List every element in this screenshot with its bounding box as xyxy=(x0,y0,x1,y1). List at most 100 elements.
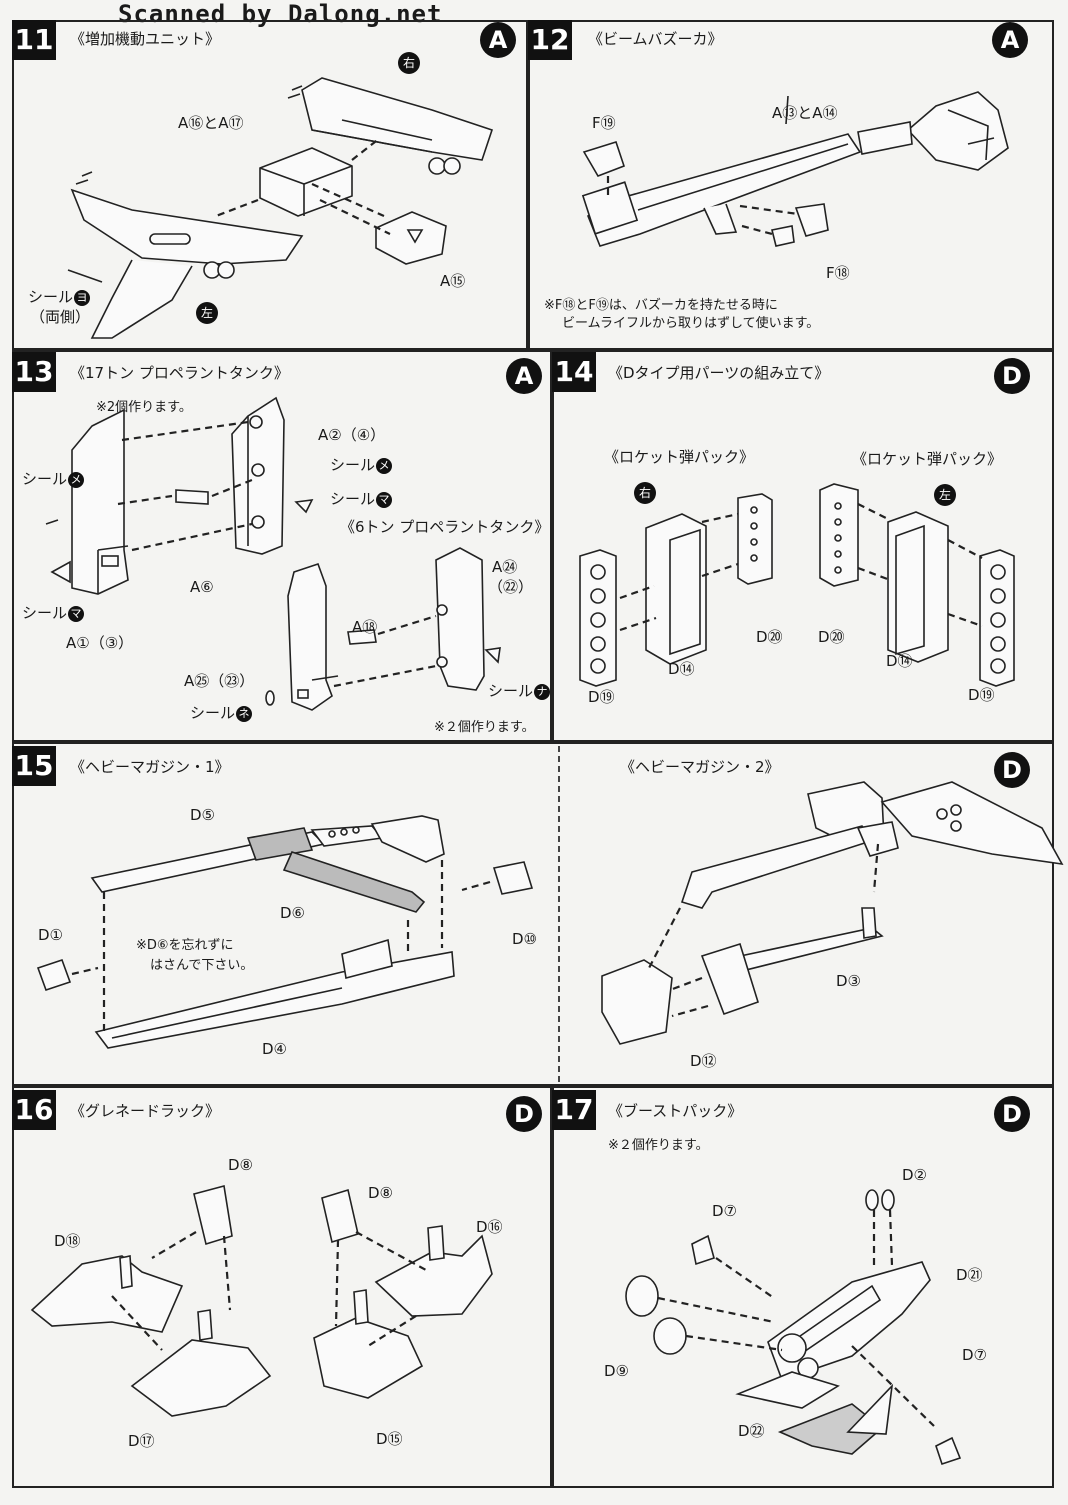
step-17-note: ※２個作ります。 xyxy=(608,1138,709,1153)
step-16-title: 《グレネードラック》 xyxy=(70,1102,221,1120)
runner-badge-12: A xyxy=(992,22,1028,58)
seal-text: シール xyxy=(22,604,68,622)
label-d4: D④ xyxy=(262,1040,287,1058)
seal-text: シール xyxy=(330,456,376,474)
booster-unit-diagram xyxy=(67,77,494,339)
step-number-17: 17 xyxy=(552,1090,596,1130)
step-13-title: 《17トン プロペラントタンク》 xyxy=(70,364,289,382)
step-number-12: 12 xyxy=(528,20,572,60)
runner-badge-11: A xyxy=(480,22,516,58)
label-left-mark: 左 xyxy=(934,484,956,506)
seal-text: シール xyxy=(488,682,534,700)
propellant-tank-diagram xyxy=(45,396,501,711)
label-d2: D② xyxy=(902,1166,927,1184)
seal-mark-ne: ネ xyxy=(236,705,253,722)
label-a22: （㉒） xyxy=(488,578,534,596)
label-d21: D㉑ xyxy=(956,1266,983,1284)
step-14-panel xyxy=(552,350,1054,742)
step-17-panel xyxy=(552,1086,1054,1488)
label-right-mark: 右 xyxy=(634,482,656,504)
label-d7-bottom: D⑦ xyxy=(962,1346,987,1364)
label-a18: A⑱ xyxy=(352,618,378,636)
label-d17: D⑰ xyxy=(128,1432,155,1450)
label-seal-ne: シールネ xyxy=(190,702,253,723)
step-11-panel xyxy=(12,20,528,350)
seal-mark-yo: ヨ xyxy=(74,289,91,306)
label-a6: A⑥ xyxy=(190,578,214,596)
step-11-title: 《増加機動ユニット》 xyxy=(70,30,221,48)
label-f18: F⑱ xyxy=(826,264,850,282)
bazooka-note-line2: ビームライフルから取りはずして使います。 xyxy=(562,316,820,331)
step-number-13: 13 xyxy=(12,352,56,392)
label-d6: D⑥ xyxy=(280,904,305,922)
label-a15: A⑮ xyxy=(440,272,466,290)
label-a2-a4: A②（④） xyxy=(318,426,386,444)
runner-badge-13: A xyxy=(506,358,542,394)
watermark: Scanned by Dalong.net xyxy=(118,0,443,28)
step-17-title: 《ブーストパック》 xyxy=(608,1102,743,1120)
label-d20-right: D⑳ xyxy=(818,628,845,646)
label-d3: D③ xyxy=(836,972,861,990)
label-seal-yo: シールヨ xyxy=(28,286,91,307)
label-d15: D⑮ xyxy=(376,1430,403,1448)
grenade-rack-diagram xyxy=(30,1184,493,1417)
runner-badge-17: D xyxy=(994,1096,1030,1132)
label-d1: D① xyxy=(38,926,63,944)
bazooka-note-line1: ※F⑱とF⑲は、バズーカを持たせる時に xyxy=(544,298,778,313)
runner-badge-14: D xyxy=(994,358,1030,394)
step-13-panel xyxy=(12,350,552,742)
heavy-magazine-diagram xyxy=(36,781,1064,1049)
step-14-title: 《Dタイプ用パーツの組み立て》 xyxy=(608,364,830,382)
rocket-pack-title-left: 《ロケット弾パック》 xyxy=(604,448,755,466)
label-both-sides: （両側） xyxy=(30,308,91,326)
label-d14-right: D⑭ xyxy=(886,652,913,670)
seal-mark-ma: マ xyxy=(376,491,393,508)
label-right-mark: 右 xyxy=(398,52,420,74)
seal-mark-me: メ xyxy=(68,471,85,488)
label-seal-ma-left: シールマ xyxy=(22,602,85,623)
step-15-panel xyxy=(12,742,1054,1086)
label-d18: D⑱ xyxy=(54,1232,81,1250)
step-13-note-bottom: ※２個作ります。 xyxy=(434,720,535,735)
label-d8-right: D⑧ xyxy=(368,1184,393,1202)
step-15-title-2: 《ヘビーマガジン・2》 xyxy=(620,758,780,776)
step-number-15: 15 xyxy=(12,746,56,786)
magazine-note-line1: ※D⑥を忘れずに xyxy=(136,938,234,953)
step-number-14: 14 xyxy=(552,352,596,392)
rocket-pack-diagram xyxy=(579,483,1015,687)
label-d8-left: D⑧ xyxy=(228,1156,253,1174)
step-number-16: 16 xyxy=(12,1090,56,1130)
seal-mark-me: メ xyxy=(376,457,393,474)
label-d19-right: D⑲ xyxy=(968,686,995,704)
label-seal-ma-right: シールマ xyxy=(330,488,393,509)
label-d14-left: D⑭ xyxy=(668,660,695,678)
seal-text: シール xyxy=(190,704,236,722)
label-left-mark: 左 xyxy=(196,302,218,324)
label-d12: D⑫ xyxy=(690,1052,717,1070)
runner-badge-16: D xyxy=(506,1096,542,1132)
label-a25-a23: A㉕（㉓） xyxy=(184,672,255,690)
seal-text: シール xyxy=(22,470,68,488)
label-f19: F⑲ xyxy=(592,114,616,132)
seal-text: シール xyxy=(330,490,376,508)
label-seal-na: シールナ xyxy=(488,680,551,701)
step-15-divider xyxy=(558,746,560,1082)
rocket-pack-title-right: 《ロケット弾パック》 xyxy=(852,450,1003,468)
magazine-note-line2: はさんで下さい。 xyxy=(150,958,254,973)
step-number-11: 11 xyxy=(12,20,56,60)
boost-pack-diagram xyxy=(625,1189,962,1466)
seal-text: シール xyxy=(28,288,74,306)
label-d5: D⑤ xyxy=(190,806,215,824)
label-d16: D⑯ xyxy=(476,1218,503,1236)
label-seal-me-left: シールメ xyxy=(22,468,85,489)
label-d10: D⑩ xyxy=(512,930,537,948)
step-15-title: 《ヘビーマガジン・1》 xyxy=(70,758,230,776)
beam-bazooka-diagram xyxy=(581,91,1009,247)
step-12-panel xyxy=(528,20,1054,350)
label-d7-top: D⑦ xyxy=(712,1202,737,1220)
runner-badge-15: D xyxy=(994,752,1030,788)
label-a16-a17: A⑯とA⑰ xyxy=(178,114,244,132)
seal-mark-na: ナ xyxy=(534,683,551,700)
label-d9: D⑨ xyxy=(604,1362,629,1380)
label-a13-a14: A⑬とA⑭ xyxy=(772,104,838,122)
